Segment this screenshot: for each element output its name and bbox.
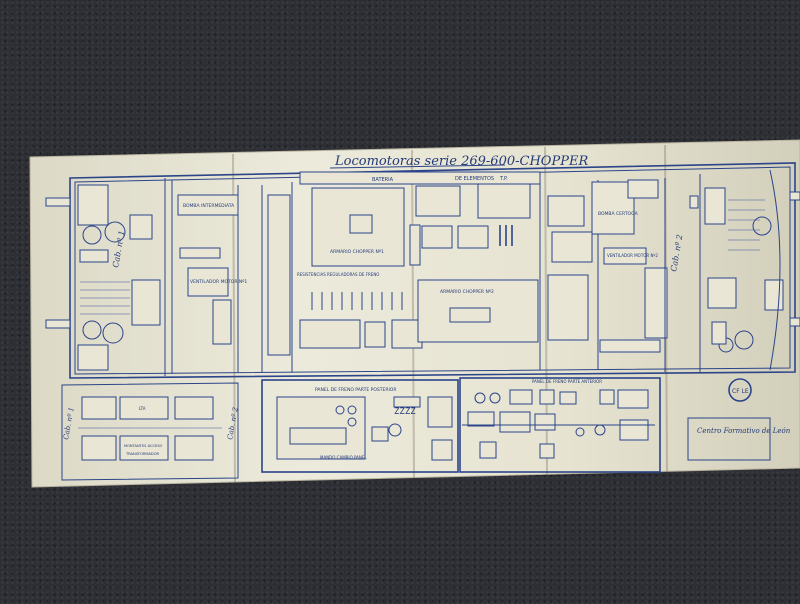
top-strip-c: T.P. (499, 176, 508, 182)
svg-text:ZZZZ: ZZZZ (394, 407, 416, 417)
engine-room: BOMBA INTERMEDIATA VENTILADOR MOTOR Nº1 … (171, 171, 668, 374)
cambio-label: MANDO CAMBIO PANEL (320, 455, 367, 460)
bottom-row-2: MONTANTES ACCESO (124, 444, 163, 448)
signature-note: Centro Formativo de León (697, 427, 791, 435)
stamp-text: CF LE (732, 388, 749, 395)
locomotive-plan: Cab. nº 1 BOMBA INTERMEDIATA VENTILADOR … (45, 162, 800, 379)
panel-frenos-right-label: PANEL DE FRENO PARTE ANTERIOR (532, 379, 602, 384)
resistencias-label: RESISTENCIAS REGULADORAS DE FRENO (297, 272, 379, 277)
ventilador-right-label: VENTILADOR MOTOR Nº2 (607, 253, 658, 258)
cab-2: Cab. nº 2 (669, 169, 784, 372)
bottom-row-1: LTA (139, 406, 146, 411)
top-strip-a: BATERIA (372, 177, 394, 183)
chopper-1-label: ARMARIO CHOPPER Nº1 (330, 249, 384, 255)
chopper-2-label: ARMARIO CHOPPER Nº2 (440, 289, 494, 295)
bottom-row-3: TRANSFORMADOR (125, 452, 160, 456)
cab-1: Cab. nº 1 (77, 178, 166, 376)
bottom-panels: Cab. nº 1 Cab. nº 2 LTA MONTANTES ACCESO… (61, 377, 791, 481)
panel-frenos-label: PANEL DE FRENO PARTE POSTERIOR (315, 387, 396, 393)
top-strip-b: DE ELEMENTOS (455, 176, 494, 182)
bomba-right-label: BOMBA CERTOGA (598, 211, 639, 217)
bomba-left-label: BOMBA INTERMEDIATA (183, 203, 235, 209)
stamp-circle (728, 378, 752, 402)
sheet-title: Locomotoras serie 269-600-CHOPPER (334, 154, 588, 169)
ventilador-left-label: VENTILADOR MOTOR Nº1 (190, 279, 247, 285)
